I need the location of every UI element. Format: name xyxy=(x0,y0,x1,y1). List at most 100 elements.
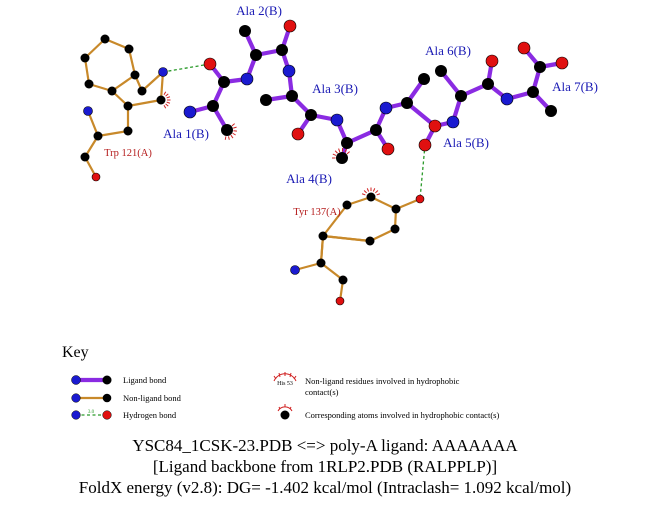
hydrophobic-contacts-layer xyxy=(163,91,381,196)
oxygen-atom xyxy=(517,41,531,55)
carbon-atom xyxy=(80,152,90,162)
nitrogen-atom xyxy=(500,92,514,106)
carbon-atom xyxy=(137,86,147,96)
key-atoms-hydrophobic-label: Corresponding atoms involved in hydropho… xyxy=(305,410,499,420)
carbon-atom xyxy=(239,25,251,37)
oxygen-atom xyxy=(91,172,101,182)
ligand-label-ala4: Ala 4(B) xyxy=(286,171,332,186)
carbon-atom xyxy=(366,192,376,202)
carbon-atom xyxy=(391,204,401,214)
ligand-label-ala7: Ala 7(B) xyxy=(552,79,598,94)
hydrophobic-atom-mark xyxy=(224,123,237,140)
carbon-atom xyxy=(250,49,262,61)
oxygen-atom xyxy=(283,19,297,33)
nitrogen-atom xyxy=(83,106,93,116)
carbon-atom xyxy=(401,97,413,109)
oxygen-atom xyxy=(203,57,217,71)
oxygen-atom xyxy=(381,142,395,156)
key-hydrogen-bond-sample: 3.0 xyxy=(71,410,112,420)
nonligand-bond xyxy=(96,129,130,138)
nitrogen-atom xyxy=(282,64,296,78)
hydrogen-bond xyxy=(162,63,211,73)
carbon-atom xyxy=(338,275,348,285)
key-hbond-distance: 3.0 xyxy=(88,410,95,415)
carbon-atom xyxy=(286,90,298,102)
footer-line-1: YSC84_1CSK-23.PDB <=> poly-A ligand: AAA… xyxy=(132,436,518,455)
carbon-atom xyxy=(534,61,546,73)
nonligand-bond xyxy=(321,234,372,243)
carbon-atom xyxy=(365,236,375,246)
oxygen-atom xyxy=(428,119,442,133)
hydrophobic-atom-mark xyxy=(163,91,171,109)
oxygen-atom xyxy=(555,56,569,70)
nonligand-bond xyxy=(319,261,345,282)
carbon-atom xyxy=(80,53,90,63)
key-example-residue: His 53 xyxy=(277,381,293,387)
ligand-label-ala1: Ala 1(B) xyxy=(163,126,209,141)
nonligand-bond xyxy=(369,195,398,211)
atoms-layer xyxy=(80,19,569,306)
carbon-atom xyxy=(342,200,352,210)
footer-line-2: [Ligand backbone from 1RLP2.PDB (RALPPLP… xyxy=(153,457,497,476)
nonligand-bond xyxy=(319,234,325,265)
nonligand-bond xyxy=(321,203,349,238)
key-nonligand-bond-sample xyxy=(71,393,112,403)
carbon-atom xyxy=(390,224,400,234)
nitrogen-atom xyxy=(330,113,344,127)
carbon-atom xyxy=(435,65,447,77)
key-title: Key xyxy=(62,344,89,361)
carbon-atom xyxy=(123,126,133,136)
nonligand-bond xyxy=(368,227,397,243)
carbon-atom xyxy=(93,131,103,141)
key-nonligand-hydrophobic-label-1: Non-ligand residues involved in hydropho… xyxy=(305,376,460,386)
carbon-atom xyxy=(84,79,94,89)
nitrogen-atom xyxy=(158,67,168,77)
hydrophobic-atom-mark xyxy=(361,187,381,196)
ligand-label-ala3: Ala 3(B) xyxy=(312,81,358,96)
carbon-atom xyxy=(100,34,110,44)
key-hydrophobic-residue-sample: His 53 xyxy=(273,372,297,387)
oxygen-atom xyxy=(415,194,425,204)
carbon-atom xyxy=(107,86,117,96)
nitrogen-atom xyxy=(240,72,254,86)
key-ligand-bond-label: Ligand bond xyxy=(123,375,167,385)
carbon-atom xyxy=(341,137,353,149)
ligand-label-ala5: Ala 5(B) xyxy=(443,135,489,150)
carbon-atom xyxy=(527,86,539,98)
nonligand-bond xyxy=(83,37,107,60)
carbon-atom xyxy=(276,44,288,56)
key-hydrophobic-atom-sample xyxy=(277,404,293,420)
carbon-atom xyxy=(316,258,326,268)
carbon-atom xyxy=(221,124,233,136)
carbon-atom xyxy=(482,78,494,90)
footer-line-3: FoldX energy (v2.8): DG= -1.402 kcal/mol… xyxy=(79,478,571,497)
carbon-atom xyxy=(207,100,219,112)
carbon-atom xyxy=(336,152,348,164)
key-legend: Key Ligand bond Non-ligand bond 3.0 Hydr… xyxy=(62,344,499,420)
nitrogen-atom xyxy=(290,265,300,275)
key-nonligand-hydrophobic-label-2: contact(s) xyxy=(305,387,339,397)
nonligand-bond xyxy=(110,73,137,93)
residue-label-trp121: Trp 121(A) xyxy=(104,148,152,159)
carbon-atom xyxy=(218,76,230,88)
oxygen-atom xyxy=(485,54,499,68)
carbon-atom xyxy=(123,101,133,111)
oxygen-atom xyxy=(335,296,345,306)
carbon-atom xyxy=(418,73,430,85)
key-ligand-bond-sample xyxy=(71,375,112,385)
key-nonligand-bond-label: Non-ligand bond xyxy=(123,393,182,403)
carbon-atom xyxy=(370,124,382,136)
hydrogen-bond xyxy=(419,144,426,200)
nonligand-bond xyxy=(126,98,163,108)
carbon-atom xyxy=(156,95,166,105)
carbon-atom xyxy=(124,44,134,54)
oxygen-atom xyxy=(418,138,432,152)
carbon-atom xyxy=(318,231,328,241)
carbon-atom xyxy=(305,109,317,121)
residue-label-tyr137: Tyr 137(A) xyxy=(293,207,341,218)
nitrogen-atom xyxy=(183,105,197,119)
carbon-atom xyxy=(130,70,140,80)
hydrophobic-atom-mark xyxy=(332,147,350,159)
ligand-label-ala2: Ala 2(B) xyxy=(236,3,282,18)
